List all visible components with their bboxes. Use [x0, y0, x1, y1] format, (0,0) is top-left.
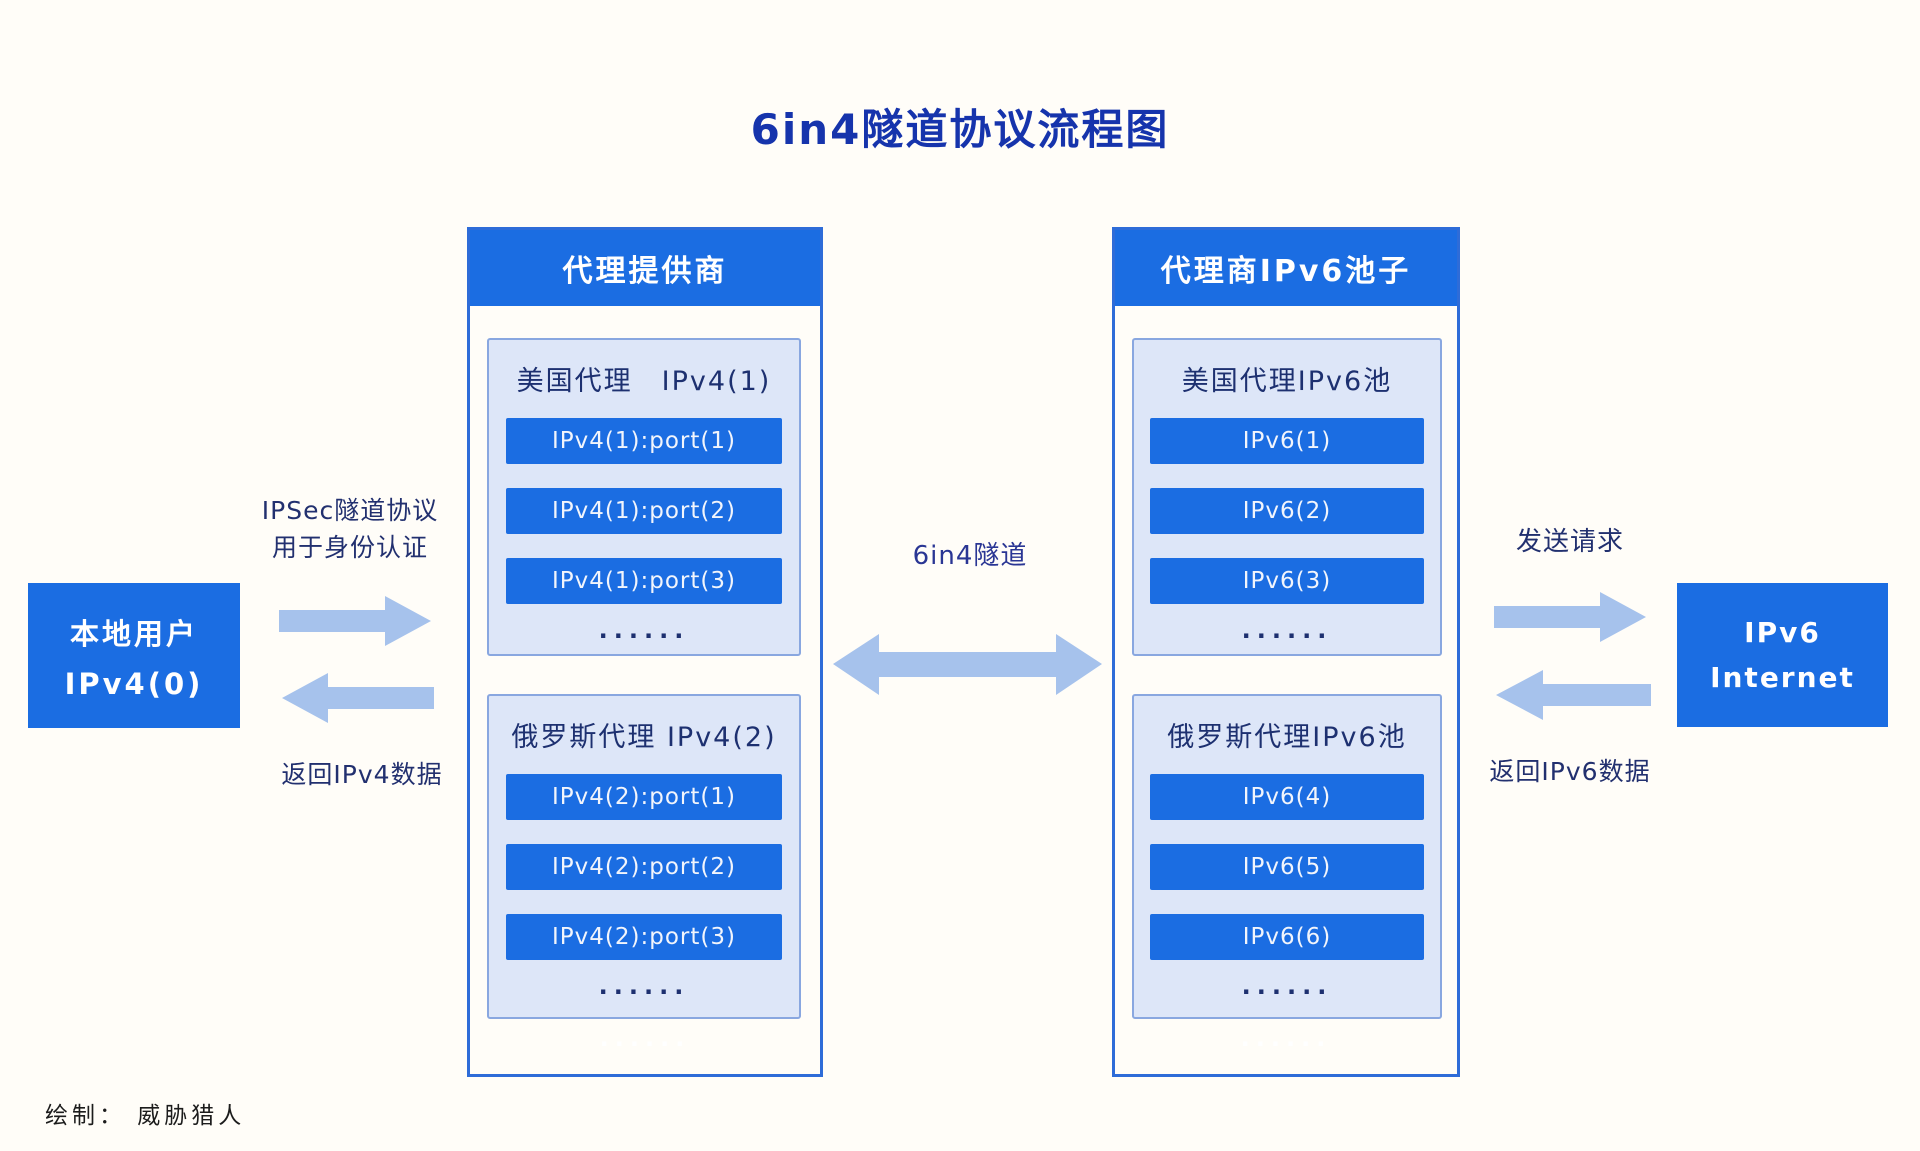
- proxy-ipv6-pool-panel: 代理商IPv6池子 美国代理IPv6池 IPv6(1) IPv6(2) IPv6…: [1112, 227, 1460, 1077]
- us-proxy-ipv6-group: 美国代理IPv6池 IPv6(1) IPv6(2) IPv6(3) ......: [1132, 338, 1442, 656]
- arrow-left-icon: [1496, 669, 1651, 721]
- arrow-double-icon: [833, 631, 1102, 698]
- ipv6-pill: IPv6(4): [1150, 774, 1424, 820]
- ru-proxy-ipv4-title: 俄罗斯代理 IPv4(2): [511, 721, 777, 753]
- ipv4-port-pill: IPv4(1):port(3): [506, 558, 782, 604]
- footer-ellipsis: ......: [599, 1024, 691, 1052]
- ipv4-port-pill: IPv4(1):port(1): [506, 418, 782, 464]
- local-user-label: 本地用户: [69, 616, 198, 651]
- internet-label-line1: IPv6: [1744, 616, 1821, 649]
- ipsec-label-line2: 用于身份认证: [271, 533, 428, 562]
- ellipsis: ......: [1241, 972, 1333, 1000]
- proxy-provider-panel: 代理提供商 美国代理 IPv4(1) IPv4(1):port(1) IPv4(…: [467, 227, 823, 1077]
- return-ipv4-label: 返回IPv4数据: [281, 760, 443, 789]
- local-user-node: 本地用户 IPv4(0): [28, 583, 240, 728]
- return-ipv6-label: 返回IPv6数据: [1489, 757, 1651, 786]
- internet-label-line2: Internet: [1710, 661, 1855, 694]
- us-proxy-ipv4-group: 美国代理 IPv4(1) IPv4(1):port(1) IPv4(1):por…: [487, 338, 801, 656]
- ru-proxy-ipv6-title: 俄罗斯代理IPv6池: [1167, 721, 1407, 753]
- arrow-right-icon: [1494, 591, 1646, 643]
- proxy-ipv6-pool-header: 代理商IPv6池子: [1115, 230, 1457, 306]
- tunnel-label: 6in4隧道: [912, 541, 1028, 571]
- ipv6-pill: IPv6(3): [1150, 558, 1424, 604]
- proxy-provider-header: 代理提供商: [470, 230, 820, 306]
- ellipsis: ......: [1241, 616, 1333, 644]
- arrow-right-icon: [279, 595, 431, 647]
- ru-proxy-ipv4-group: 俄罗斯代理 IPv4(2) IPv4(2):port(1) IPv4(2):po…: [487, 694, 801, 1019]
- ipsec-label-line1: IPSec隧道协议: [261, 496, 439, 525]
- ipv6-pill: IPv6(6): [1150, 914, 1424, 960]
- credit-text: 绘制： 威胁猎人: [45, 1103, 246, 1129]
- ipv4-port-pill: IPv4(2):port(1): [506, 774, 782, 820]
- send-request-label: 发送请求: [1515, 527, 1624, 557]
- ipv4-port-pill: IPv4(2):port(3): [506, 914, 782, 960]
- arrow-left-icon: [282, 672, 434, 724]
- ellipsis: ......: [598, 972, 690, 1000]
- local-user-ip: IPv4(0): [64, 666, 204, 701]
- ipv4-port-pill: IPv4(1):port(2): [506, 488, 782, 534]
- ipv4-port-pill: IPv4(2):port(2): [506, 844, 782, 890]
- page-title: 6in4隧道协议流程图: [750, 105, 1170, 154]
- ellipsis: ......: [598, 616, 690, 644]
- ipv6-pill: IPv6(2): [1150, 488, 1424, 534]
- ipv6-pill: IPv6(1): [1150, 418, 1424, 464]
- ru-proxy-ipv6-group: 俄罗斯代理IPv6池 IPv6(4) IPv6(5) IPv6(6) .....…: [1132, 694, 1442, 1019]
- footer-ellipsis: ......: [1240, 1024, 1332, 1052]
- ipv6-pill: IPv6(5): [1150, 844, 1424, 890]
- us-proxy-ipv4-title: 美国代理 IPv4(1): [516, 365, 772, 397]
- ipsec-label: IPSec隧道协议 用于身份认证: [218, 492, 482, 566]
- ipv6-internet-node: IPv6 Internet: [1677, 583, 1888, 727]
- us-proxy-ipv6-title: 美国代理IPv6池: [1181, 365, 1393, 397]
